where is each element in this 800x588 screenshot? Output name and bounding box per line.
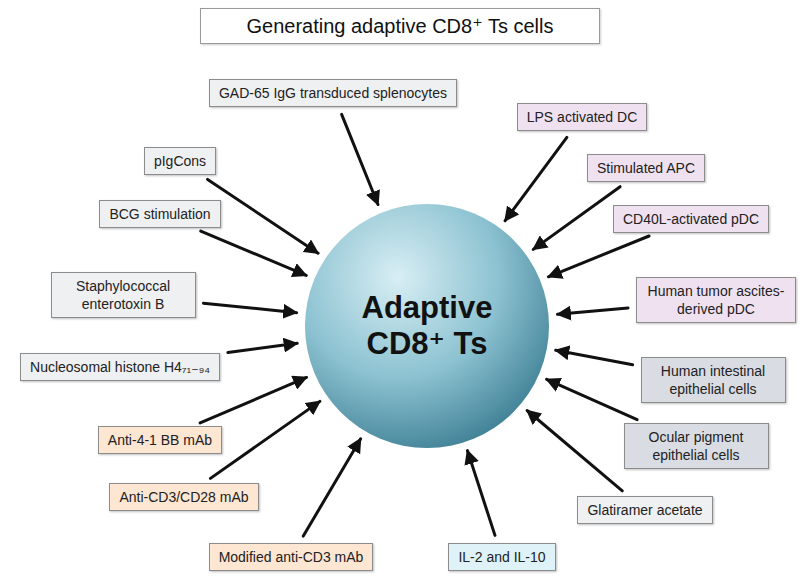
input-arrow [533,187,620,250]
input-arrow [557,308,628,314]
source-box: Stimulated APC [587,154,705,182]
node-label: Nucleosomal histone H4₇₁₋₉₄ [30,358,210,376]
node-label: LPS activated DC [527,108,638,126]
source-box: CD40L-activated pDC [613,205,769,233]
source-box: Nucleosomal histone H4₇₁₋₉₄ [20,353,220,381]
node-label: Adaptive CD8⁺ Ts [347,290,507,362]
node-label: GAD-65 IgG transduced splenocytes [219,84,447,102]
node-label: Human intestinal epithelial cells [651,362,776,398]
source-box: LPS activated DC [517,103,648,131]
input-arrow [342,114,378,204]
source-box: BCG stimulation [99,200,220,228]
node-label: Modified anti-CD3 mAb [219,548,364,566]
node-label: Glatiramer acetate [587,501,702,519]
title-box: Generating adaptive CD8⁺ Ts cells [200,8,600,44]
input-arrow [527,410,622,490]
input-arrow [203,303,296,313]
input-arrow [201,231,306,275]
source-box: Anti-CD3/CD28 mAb [109,483,258,511]
input-arrow [547,379,638,419]
target-sphere: Adaptive CD8⁺ Ts [302,201,552,451]
input-arrow [200,377,306,422]
sphere-body [305,204,549,448]
source-box: Ocular pigment epithelial cells [624,423,769,469]
source-box: Human intestinal epithelial cells [641,357,786,403]
title-text: Generating adaptive CD8⁺ Ts cells [246,14,553,38]
node-label: pIgCons [154,152,206,170]
source-box: IL-2 and IL-10 [448,543,555,571]
source-box: Staphylococcal enterotoxin B [51,272,196,318]
source-box: Modified anti-CD3 mAb [209,543,374,571]
input-arrow [210,401,319,478]
input-arrow [548,236,649,277]
input-arrow [467,451,495,536]
node-label: IL-2 and IL-10 [458,548,545,566]
input-arrow [556,350,633,365]
input-arrow [303,439,360,536]
node-label: Staphylococcal enterotoxin B [61,277,186,313]
node-label: Ocular pigment epithelial cells [634,428,759,464]
source-box: pIgCons [144,147,216,175]
source-box: Glatiramer acetate [577,496,712,524]
node-label: CD40L-activated pDC [623,210,759,228]
node-label: Stimulated APC [597,159,695,177]
input-arrow [228,343,297,352]
node-label: Anti-CD3/CD28 mAb [119,488,248,506]
node-label: BCG stimulation [109,205,210,223]
source-box: Anti-4-1 BB mAb [98,426,222,454]
input-arrow [505,137,567,220]
source-box: GAD-65 IgG transduced splenocytes [209,79,457,107]
source-box: Human tumor ascites-derived pDC [636,277,796,323]
node-label: Human tumor ascites-derived pDC [646,282,786,318]
node-label: Anti-4-1 BB mAb [108,431,212,449]
